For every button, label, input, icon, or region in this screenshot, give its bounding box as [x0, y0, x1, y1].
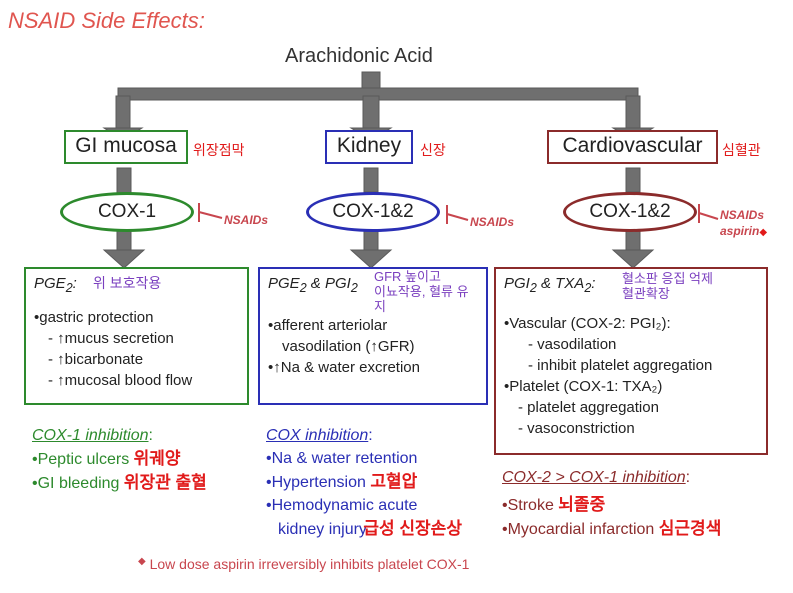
inhibition-title: COX-1 inhibition: — [32, 427, 153, 444]
right-arrow-shaft-1 — [625, 95, 641, 131]
nsaids-blocker-label: NSAIDs — [224, 213, 269, 227]
diagram-title: NSAID Side Effects: — [8, 8, 205, 33]
inhibition-item: •Na & water retention — [266, 450, 418, 467]
enzyme-cox12-ellipse: COX-1&2 — [306, 192, 440, 232]
target-gi-mucosa: GI mucosa — [64, 130, 188, 164]
effect-item: vasodilation (↑GFR) — [282, 338, 415, 355]
mediator-label: PGE2: — [34, 275, 77, 295]
effect-item: - inhibit platelet aggregation — [528, 357, 713, 374]
source-node: Arachidonic Acid — [285, 45, 433, 67]
inhibition-section-cardiovascular: COX-2 > COX-1 inhibition: •Stroke 뇌졸중 •M… — [502, 466, 792, 541]
nsaids-blocker-label: NSAIDs — [720, 208, 765, 222]
mediator-label: PGE2 & PGI2 — [268, 275, 358, 295]
target-cardiovascular: Cardiovascular — [547, 130, 718, 164]
middle-inhibit-line — [446, 213, 469, 221]
effect-item: - platelet aggregation — [518, 399, 659, 416]
inhibition-item: •Hemodynamic acute — [266, 497, 418, 514]
target-label: Kidney — [336, 134, 402, 157]
target-kor-label: 심혈관 — [722, 142, 761, 158]
inhibition-item: •Stroke 뇌졸중 — [502, 495, 606, 514]
target-label: GI mucosa — [75, 134, 177, 157]
inhibition-item: kidney injury 급성 신장손상 — [278, 519, 462, 538]
effect-item: •Platelet (COX-1: TXA₂) — [504, 378, 663, 395]
inhibition-item: •Hypertension 고혈압 — [266, 472, 418, 491]
left-arrow-shaft-2 — [116, 167, 132, 195]
target-label: Cardiovascular — [562, 134, 703, 157]
mediator-label: PGI2 & TXA2: — [504, 275, 596, 295]
diamond-mark-icon: ◆ — [759, 227, 768, 238]
right-arrowhead-2 — [611, 249, 655, 269]
footnote: ◆ Low dose aspirin irreversibly inhibits… — [138, 556, 469, 572]
inhibition-title: COX inhibition: — [266, 427, 373, 444]
inhibition-item: •Peptic ulcers 위궤양 — [32, 449, 181, 468]
inhibition-section-kidney: COX inhibition: •Na & water retention •H… — [266, 424, 526, 541]
right-inhibit-line — [698, 212, 719, 220]
enzyme-label: COX-1&2 — [589, 201, 671, 222]
inhibition-section-gi: COX-1 inhibition: •Peptic ulcers 위궤양 •GI… — [32, 424, 262, 495]
nsaids-blocker-label: NSAIDs — [470, 215, 515, 229]
target-kidney: Kidney — [325, 130, 413, 164]
effect-item: - vasodilation — [528, 336, 617, 353]
left-arrow-shaft-1 — [115, 95, 131, 131]
effect-item: - ↑mucus secretion — [48, 330, 174, 347]
mediator-kor: 위 보호작용 — [92, 275, 162, 291]
mediator-box-gi: PGE2: 위 보호작용 •gastric protection - ↑mucu… — [24, 267, 249, 405]
effect-item: •afferent arteriolar — [268, 317, 388, 334]
enzyme-cox1-ellipse: COX-1 — [60, 192, 194, 232]
effect-item: - ↑bicarbonate — [48, 351, 144, 368]
enzyme-cox12-ellipse: COX-1&2 — [563, 192, 697, 232]
middle-arrowhead-2 — [349, 249, 393, 269]
effect-item: - ↑mucosal blood flow — [48, 372, 193, 389]
inhibition-item: •Myocardial infarction 심근경색 — [502, 519, 722, 538]
footnote-text: Low dose aspirin irreversibly inhibits p… — [149, 556, 470, 572]
inhibition-title: COX-2 > COX-1 inhibition: — [502, 469, 691, 486]
enzyme-label: COX-1&2 — [332, 201, 414, 222]
enzyme-label: COX-1 — [97, 201, 157, 222]
effect-item: •Vascular (COX-2: PGI₂): — [504, 315, 671, 332]
aspirin-blocker-label: aspirin◆ — [720, 224, 768, 238]
left-inhibit-line — [198, 211, 223, 219]
middle-arrow-shaft-1 — [362, 95, 380, 131]
inhibition-item: •GI bleeding 위장관 출혈 — [32, 473, 207, 492]
middle-arrow-shaft-2 — [363, 167, 379, 193]
right-arrow-shaft-2 — [625, 167, 641, 193]
effect-item: •gastric protection — [34, 309, 154, 326]
effect-item: •↑Na & water excretion — [268, 359, 420, 376]
target-kor-label: 위장점막 — [193, 142, 245, 158]
target-kor-label: 신장 — [420, 142, 446, 158]
left-arrowhead-2 — [102, 249, 146, 269]
effect-item: - vasoconstriction — [518, 420, 635, 437]
diamond-mark-icon: ◆ — [138, 556, 146, 567]
